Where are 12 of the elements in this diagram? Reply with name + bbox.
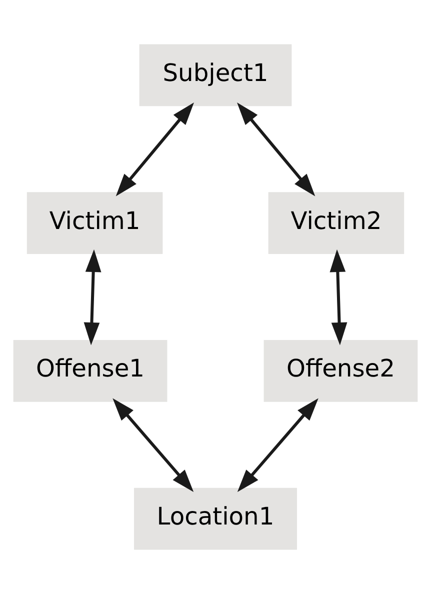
arrow (112, 398, 194, 492)
arrow (237, 398, 318, 492)
node-box: Victim1 (26, 192, 163, 254)
arrow (116, 102, 194, 196)
node-box: Subject1 (139, 44, 292, 106)
node-box: Location1 (134, 487, 297, 550)
node-box: Victim2 (268, 192, 404, 254)
node-box: Offense2 (264, 340, 418, 402)
arrow (237, 102, 316, 196)
node-box: Offense1 (13, 340, 168, 402)
arrow (84, 248, 102, 345)
arrow (330, 248, 348, 345)
